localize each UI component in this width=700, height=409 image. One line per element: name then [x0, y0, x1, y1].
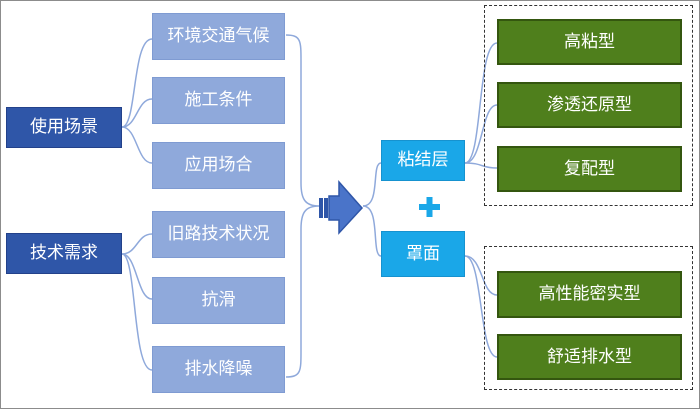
surface-types-group	[484, 246, 693, 390]
surface-layer-node: 罩面	[381, 231, 465, 277]
connector-scenario-1	[121, 38, 153, 128]
connector-fork	[362, 162, 382, 207]
requirement-node: 技术需求	[6, 233, 122, 274]
connector-requirement-2	[121, 253, 153, 300]
connector-scenario-2	[121, 98, 153, 128]
requirement-item-1: 旧路技术状况	[152, 211, 285, 258]
connector-requirement-1	[121, 233, 153, 255]
requirement-item-3: 排水降噪	[152, 346, 285, 393]
bonding-type-1: 高粘型	[497, 19, 682, 65]
connector-bonding-3	[464, 162, 498, 169]
connector-surface-2	[464, 255, 498, 358]
connector-requirement-3	[121, 253, 153, 371]
bonding-type-2: 渗透还原型	[497, 82, 682, 128]
plus-icon	[419, 197, 440, 217]
scenario-item-2: 施工条件	[152, 77, 285, 124]
surface-type-1: 高性能密实型	[497, 271, 682, 318]
bracket-left	[285, 34, 320, 378]
connector-scenario-3	[121, 126, 153, 164]
scenario-item-1: 环境交通气候	[152, 13, 285, 60]
bonding-layer-node: 粘结层	[381, 140, 465, 181]
connector-surface-1	[464, 255, 498, 296]
connector-bonding-2	[464, 104, 498, 164]
requirement-item-2: 抗滑	[152, 277, 285, 324]
bonding-types-group	[484, 5, 693, 206]
scenario-item-3: 应用场合	[152, 142, 285, 189]
surface-type-2: 舒适排水型	[497, 334, 682, 380]
bonding-type-3: 复配型	[497, 146, 682, 192]
right-arrow-icon	[319, 180, 364, 235]
scenario-node: 使用场景	[6, 107, 122, 148]
connector-bonding-1	[464, 42, 498, 164]
